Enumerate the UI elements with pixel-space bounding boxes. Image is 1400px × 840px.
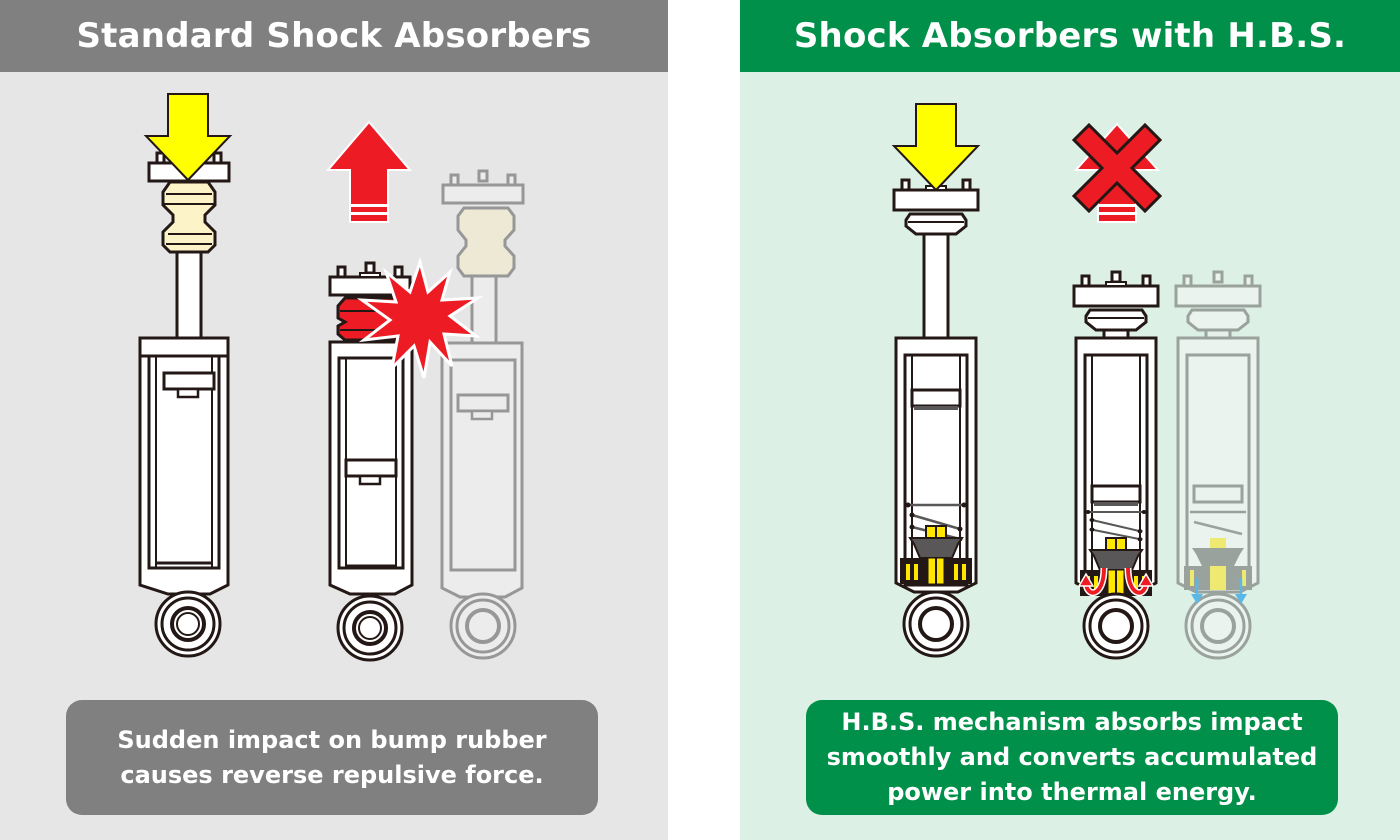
hbs-caption-line-3: power into thermal energy.: [887, 778, 1257, 806]
red-flow-arrows-icon: [1077, 567, 1155, 597]
hbs-shock-illustration: [891, 103, 1262, 660]
compressed-hbs-shock: [891, 103, 981, 658]
standard-panel-title: Standard Shock Absorbers: [0, 0, 668, 72]
hbs-caption-line-2: smoothly and converts accumulated: [826, 743, 1318, 771]
down-arrow-icon: [143, 93, 233, 182]
up-arrow-icon: [325, 120, 413, 223]
standard-caption-line-1: Sudden impact on bump rubber: [117, 725, 547, 754]
eye-mount: [1082, 592, 1150, 660]
down-arrow-icon: [891, 103, 981, 192]
bump-rubber: [161, 180, 217, 254]
crossed-up-arrow-icon: [1071, 122, 1163, 223]
standard-caption-line-2: causes reverse repulsive force.: [120, 760, 544, 789]
standard-shock-illustration: [138, 93, 525, 662]
hbs-shock-no-rebound: [1072, 270, 1160, 660]
rebounding-shock: [325, 120, 484, 662]
blue-flow-arrows-icon: [1191, 578, 1247, 604]
cross-icon: [1071, 122, 1163, 214]
hbs-caption: H.B.S. mechanism absorbs impact smoothly…: [806, 700, 1338, 815]
standard-caption: Sudden impact on bump rubber causes reve…: [66, 700, 598, 815]
hbs-caption-line-1: H.B.S. mechanism absorbs impact: [841, 708, 1303, 736]
standard-shock-panel: Standard Shock Absorbers: [0, 0, 668, 840]
impact-burst-icon: [356, 256, 484, 379]
hbs-panel-title: Shock Absorbers with H.B.S.: [740, 0, 1400, 72]
hbs-shock-panel: Shock Absorbers with H.B.S.: [740, 0, 1400, 840]
eye-mount: [902, 590, 970, 658]
ghost-hbs-shock: [1174, 270, 1262, 660]
compressed-shock: [138, 93, 233, 658]
shock-body: [138, 336, 230, 596]
ghost-extended-shock: [440, 169, 525, 660]
